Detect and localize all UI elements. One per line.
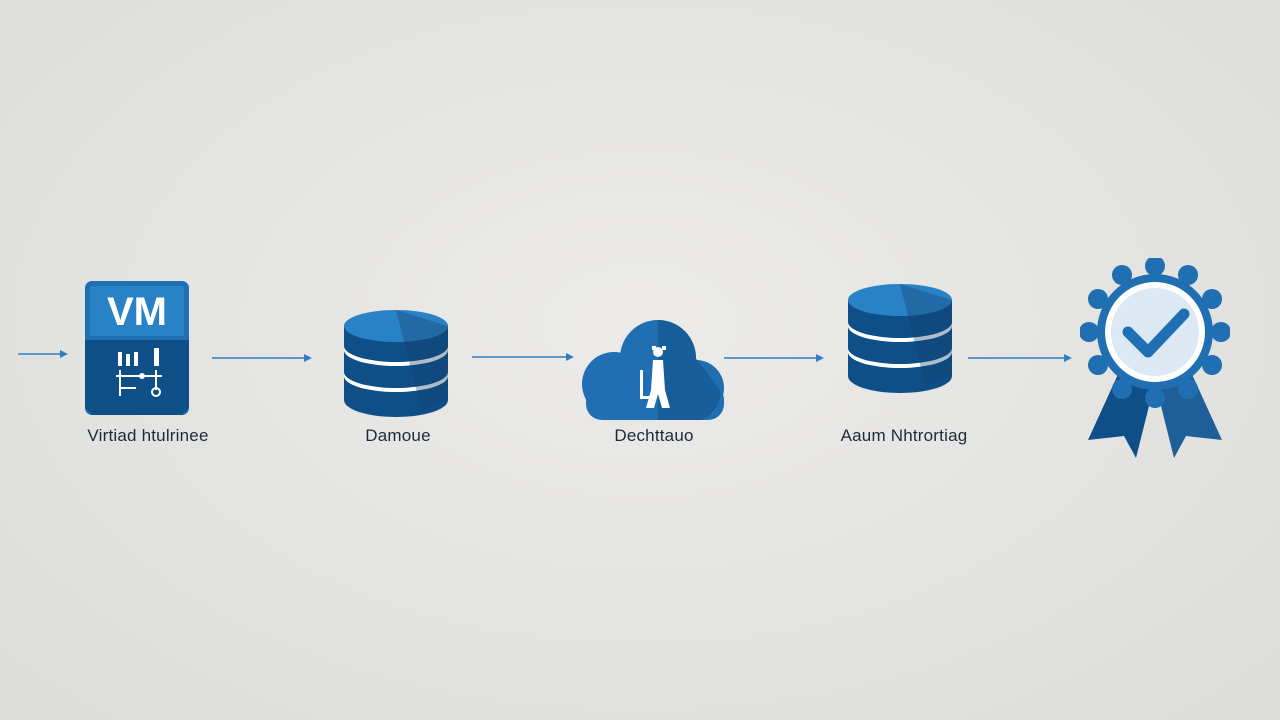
arrow-database-to-badge [968, 354, 1072, 362]
award-badge-icon [1080, 258, 1230, 458]
vm-icon: VM [85, 281, 189, 415]
arrow-vm-to-database [212, 354, 312, 362]
cloud-label: Dechttauo [614, 426, 694, 445]
database-label: Damoue [365, 426, 431, 445]
arrow-start-to-vm [18, 350, 68, 358]
vm-label: Virtiad htulrinee [87, 426, 209, 445]
cloud-icon [582, 320, 724, 420]
arrow-database-to-cloud [472, 353, 574, 361]
vm-badge-text: VM [107, 290, 167, 334]
arrow-cloud-to-database [724, 354, 824, 362]
database-label: Aaum Nhtrortiag [840, 426, 968, 445]
database-icon [344, 310, 448, 417]
database-icon [848, 284, 952, 393]
